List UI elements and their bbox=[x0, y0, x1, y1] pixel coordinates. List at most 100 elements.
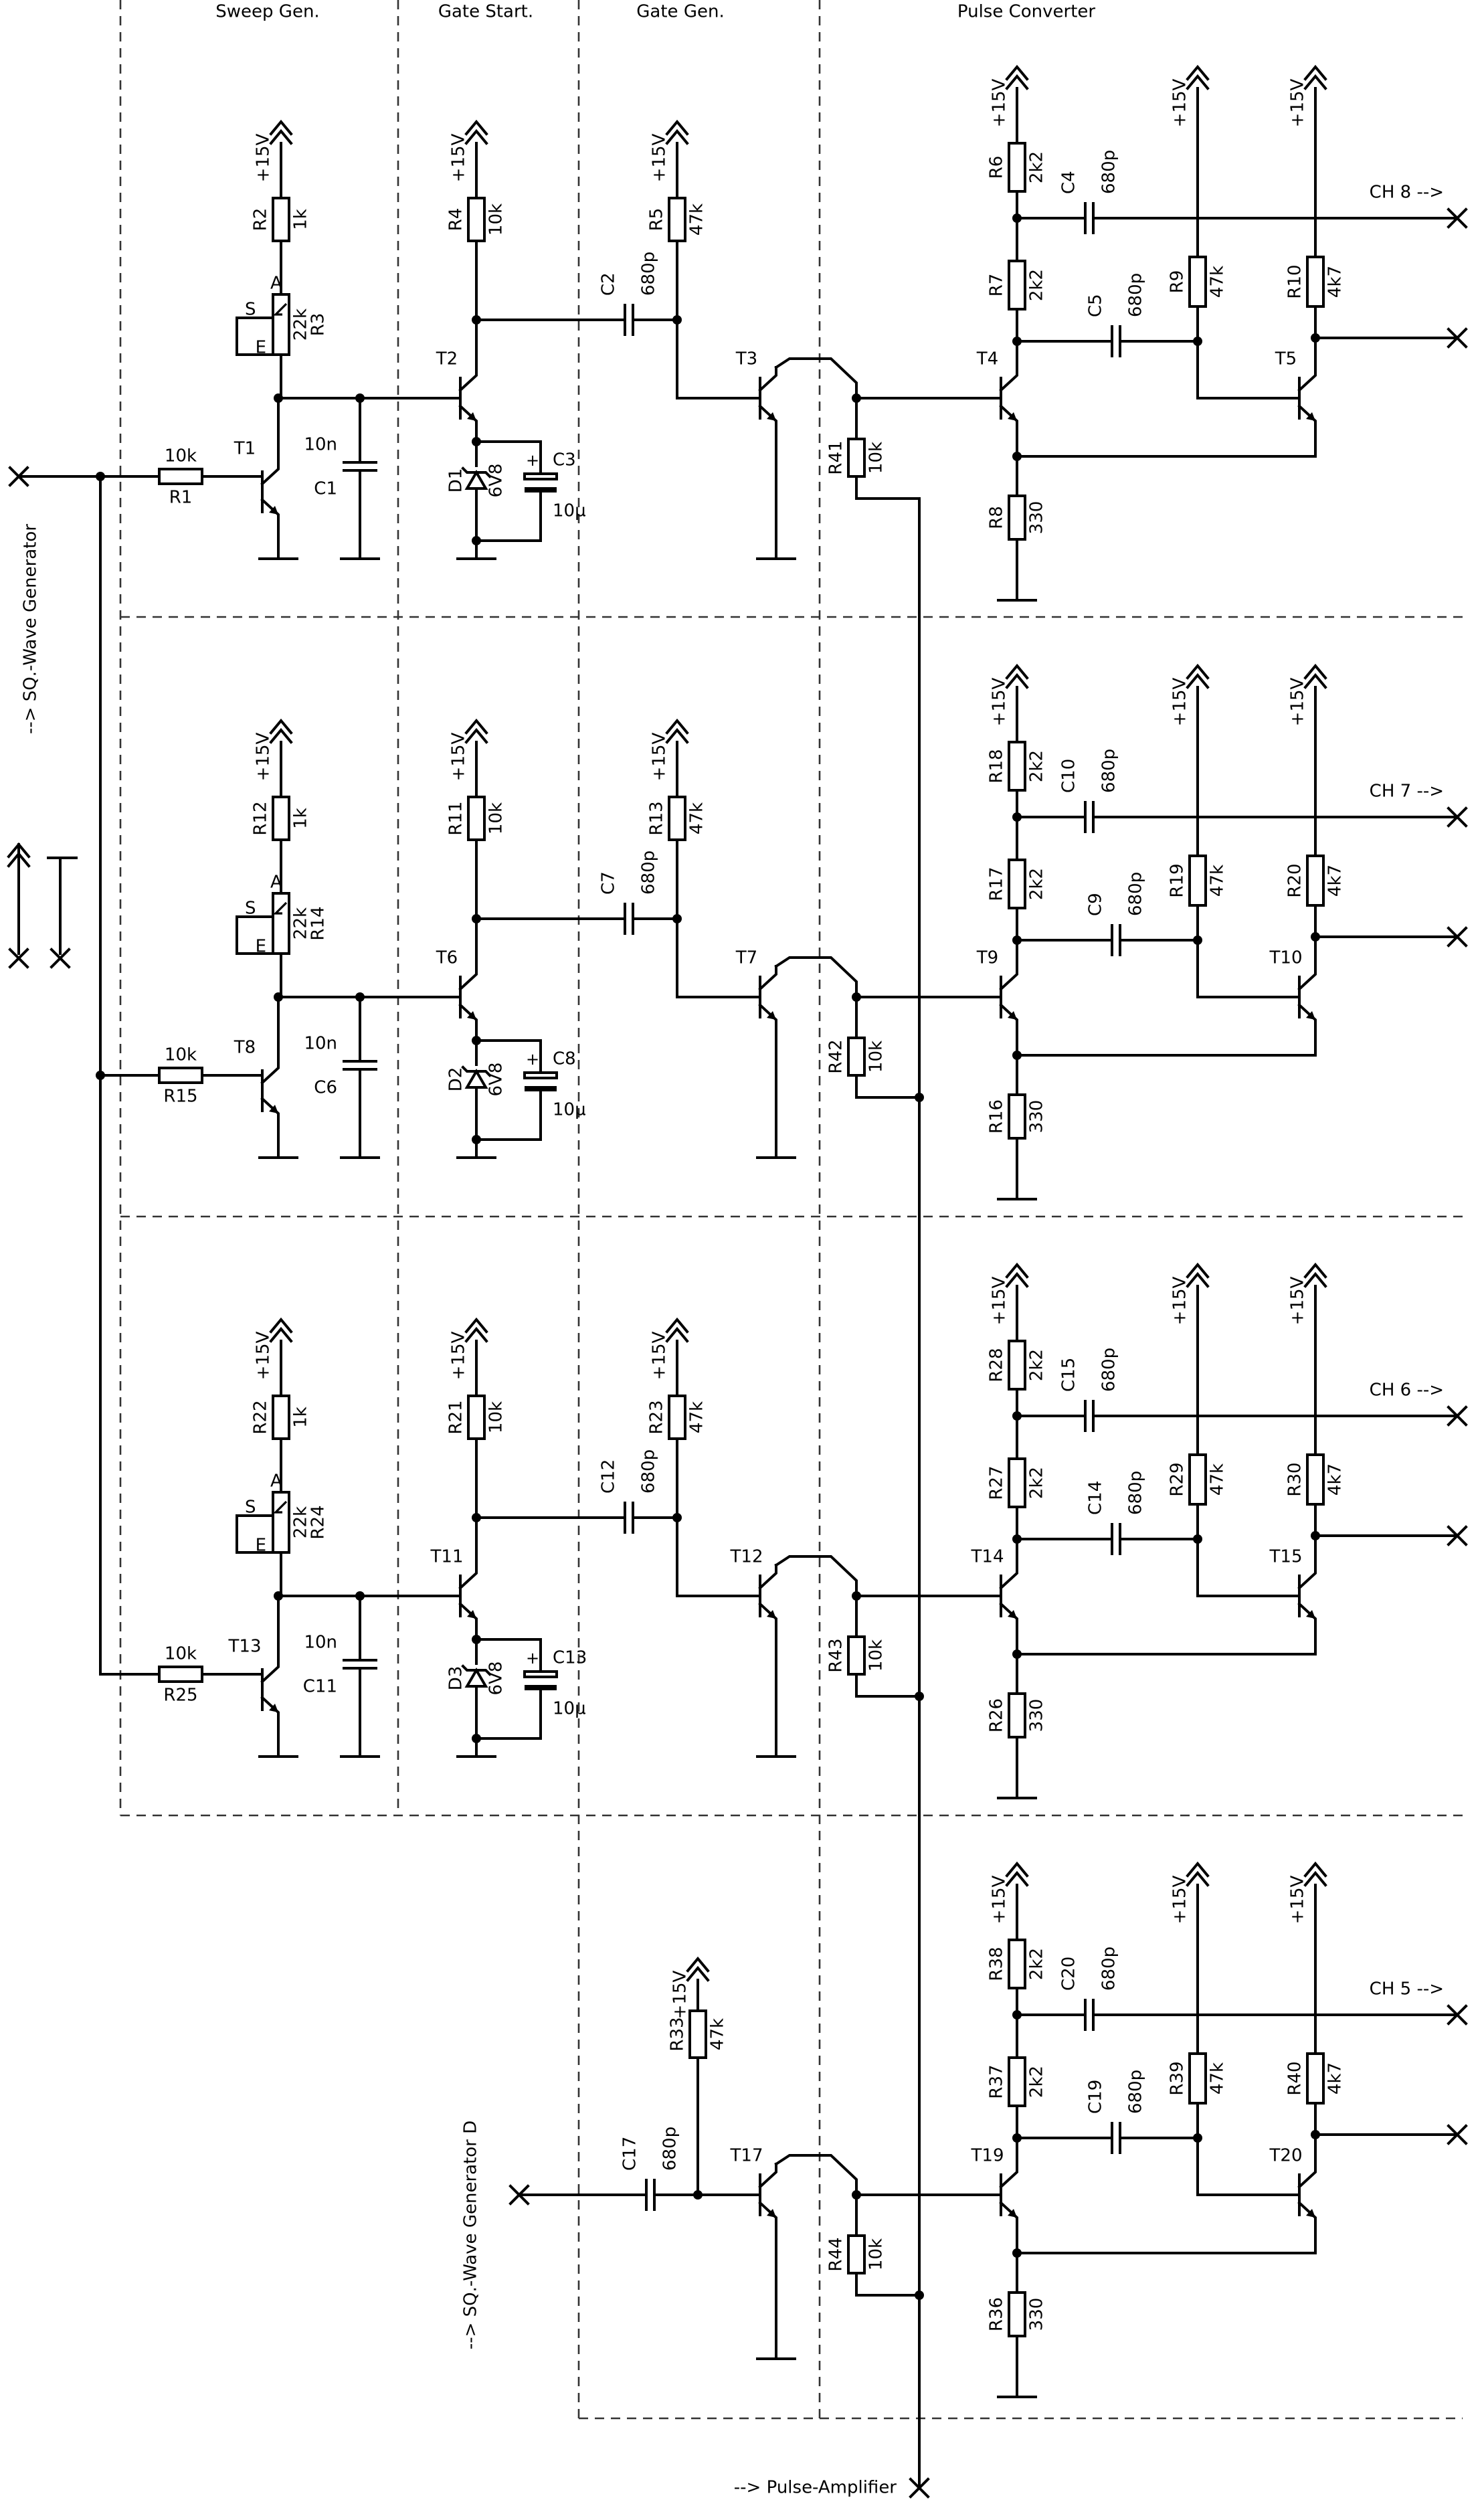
transistor-label: T13 bbox=[228, 1637, 262, 1657]
resistor-icon bbox=[1008, 1939, 1026, 1989]
component-label: 47k bbox=[708, 2018, 728, 2050]
component-label: R1 bbox=[169, 488, 193, 508]
pin-label: A bbox=[270, 873, 282, 893]
resistor-icon bbox=[668, 1395, 686, 1440]
resistor-icon bbox=[272, 1395, 290, 1440]
resistor-icon bbox=[1008, 2056, 1026, 2107]
supply-label: +15V bbox=[254, 133, 274, 182]
resistor-icon bbox=[1008, 495, 1026, 541]
resistor-icon bbox=[1306, 2052, 1325, 2104]
supply-arrow-icon bbox=[1005, 64, 1029, 81]
supply-label: +15V bbox=[990, 1875, 1010, 1924]
supply-label: +15V bbox=[1288, 677, 1308, 726]
component-label: R21 bbox=[446, 1400, 466, 1434]
component-label: 330 bbox=[1027, 1100, 1047, 1134]
supply-label: +15V bbox=[990, 78, 1010, 127]
component-label: C6 bbox=[314, 1078, 337, 1098]
supply-label: +15V bbox=[254, 1331, 274, 1380]
component-label: 10µ bbox=[553, 1100, 586, 1120]
supply-arrow-icon bbox=[464, 1326, 488, 1343]
component-label: 2k2 bbox=[1027, 1467, 1047, 1499]
pin-label: S bbox=[245, 300, 256, 320]
pin-label: S bbox=[245, 899, 256, 919]
resistor-icon bbox=[467, 197, 486, 242]
wire bbox=[475, 1039, 542, 1074]
component-label: 680p bbox=[639, 252, 659, 296]
transistor-icon bbox=[1008, 412, 1017, 421]
supply-arrow-icon bbox=[1303, 1271, 1327, 1288]
transistor-icon bbox=[467, 1610, 476, 1619]
supply-arrow-icon bbox=[686, 1965, 710, 1982]
component-label: 2k2 bbox=[1027, 2066, 1047, 2098]
transistor-label: T2 bbox=[436, 349, 458, 369]
component-label: R27 bbox=[987, 1465, 1007, 1500]
wire bbox=[1016, 428, 1317, 458]
supply-arrow-icon bbox=[1186, 1870, 1210, 1887]
supply-label: +15V bbox=[1288, 78, 1308, 127]
transistor-label: T6 bbox=[436, 948, 458, 968]
transistor-icon bbox=[767, 1610, 776, 1619]
supply-arrow-icon bbox=[464, 128, 488, 145]
transistor-icon bbox=[269, 1105, 278, 1113]
supply-arrow-icon bbox=[269, 1317, 293, 1334]
component-label: D1 bbox=[446, 468, 466, 493]
component-label: R19 bbox=[1168, 863, 1188, 897]
component-label: R23 bbox=[647, 1400, 667, 1434]
transistor-icon bbox=[767, 1011, 776, 1020]
supply-label: +15V bbox=[1170, 677, 1190, 726]
component-label: 2k2 bbox=[1027, 750, 1047, 782]
supply-arrow-icon bbox=[1303, 663, 1327, 680]
zener-diode-icon bbox=[461, 1065, 492, 1077]
component-label: 2k2 bbox=[1027, 868, 1047, 900]
component-label: 10n bbox=[304, 435, 337, 455]
component-label: 22k bbox=[291, 1506, 311, 1538]
resistor-icon bbox=[847, 2234, 866, 2274]
resistor-icon bbox=[668, 796, 686, 841]
supply-arrow-icon bbox=[269, 718, 293, 735]
channel-output-label: CH 6 --> bbox=[1370, 1380, 1444, 1401]
transistor-icon bbox=[260, 460, 280, 486]
transistor-label: T3 bbox=[735, 349, 757, 369]
supply-label: +15V bbox=[254, 732, 274, 781]
component-label: R3 bbox=[308, 313, 329, 337]
component-label: R15 bbox=[163, 1087, 197, 1107]
supply-arrow-icon bbox=[1005, 1861, 1029, 1878]
supply-arrow-icon bbox=[1005, 663, 1029, 680]
wire bbox=[774, 2154, 858, 2196]
section-header-gate-gen: Gate Gen. bbox=[636, 2, 724, 22]
transistor-label: T1 bbox=[234, 439, 256, 459]
polarity-icon: + bbox=[526, 1649, 539, 1668]
electrolytic-capacitor-icon bbox=[523, 1071, 558, 1079]
component-label: 22k bbox=[291, 308, 311, 341]
component-label: 10k bbox=[866, 442, 887, 474]
component-label: R14 bbox=[308, 906, 329, 940]
component-label: R24 bbox=[308, 1505, 329, 1539]
polarity-icon: + bbox=[526, 1050, 539, 1069]
resistor-icon bbox=[272, 796, 290, 841]
transistor-icon bbox=[999, 2163, 1018, 2189]
supply-arrow-icon bbox=[1186, 74, 1210, 90]
component-label: R41 bbox=[826, 440, 846, 474]
zener-diode-icon bbox=[461, 1664, 492, 1676]
component-label: C10 bbox=[1059, 759, 1079, 793]
transistor-icon bbox=[1297, 366, 1317, 392]
transistor-label: T7 bbox=[735, 948, 757, 968]
component-label: C1 bbox=[314, 479, 337, 499]
transistor-icon bbox=[999, 366, 1018, 392]
component-label: C7 bbox=[599, 871, 619, 895]
transistor-label: T4 bbox=[976, 349, 998, 369]
component-label: 10k bbox=[866, 2238, 887, 2270]
resistor-icon bbox=[1306, 256, 1325, 308]
component-label: R44 bbox=[826, 2237, 846, 2271]
component-label: C17 bbox=[620, 2137, 640, 2171]
resistor-icon bbox=[1008, 741, 1026, 792]
component-label: C19 bbox=[1086, 2080, 1106, 2114]
component-label: 6V8 bbox=[486, 1063, 506, 1097]
component-label: R18 bbox=[987, 749, 1007, 783]
terminal-icon bbox=[1447, 2004, 1468, 2026]
component-label: 1k bbox=[291, 209, 311, 230]
supply-arrow-icon bbox=[1186, 663, 1210, 680]
resistor-icon bbox=[1008, 1093, 1026, 1140]
resistor-icon bbox=[1008, 1692, 1026, 1738]
